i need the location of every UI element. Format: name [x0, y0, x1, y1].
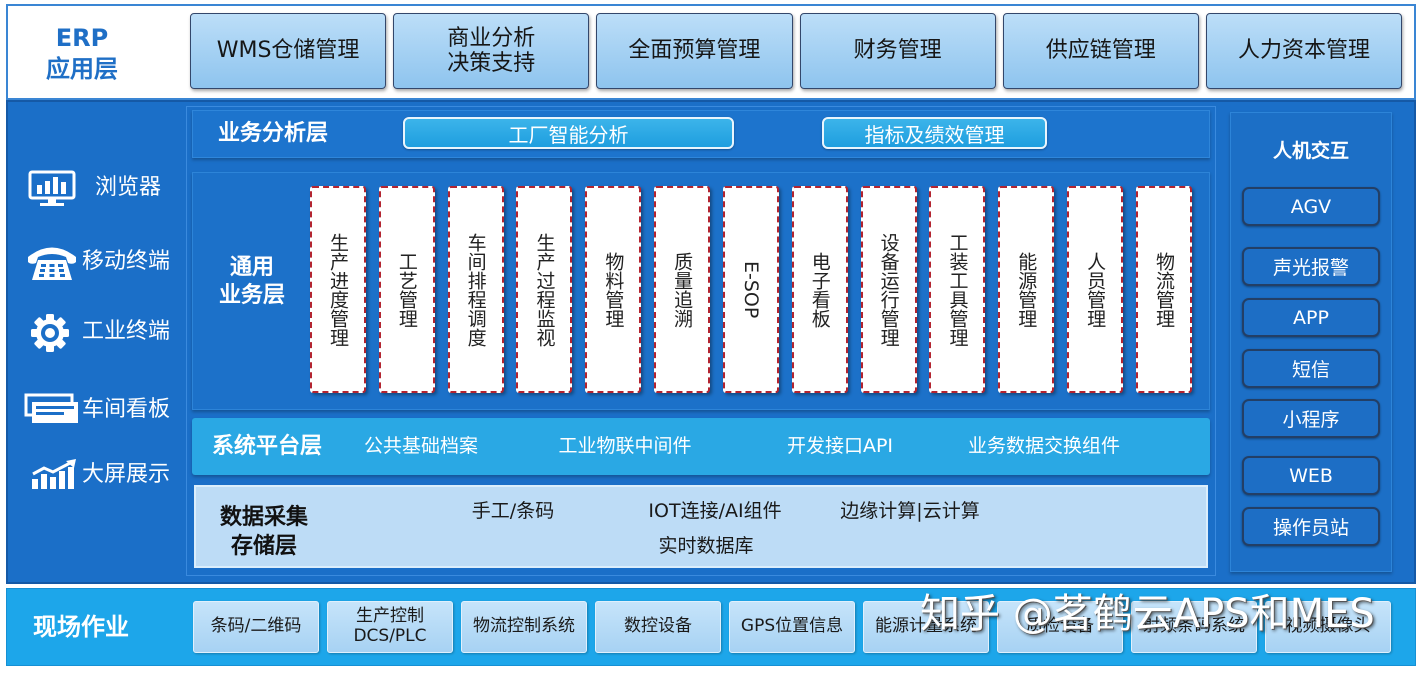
business-module-label: 人员管理 [1084, 251, 1107, 328]
business-module-card: 人员管理 [1067, 186, 1124, 393]
business-module-label: 物料管理 [602, 251, 625, 328]
field-device-list: 条码/二维码 生产控制 DCS/PLC 物流控制系统 数控设备 GPS位置信息 … [193, 601, 1391, 653]
human-machine-interaction-panel: 人机交互 AGV 声光报警 APP 短信 小程序 WEB 操作员站 [1230, 112, 1392, 572]
field-device-box: 射频条码系统 [1131, 601, 1257, 653]
business-module-label: 物流管理 [1152, 251, 1175, 328]
business-module-list: 生产进度管理 工艺管理 车间排程调度 生产过程监视 物料管理 质量追溯 E-SO… [310, 186, 1192, 393]
business-module-label: 质量追溯 [671, 251, 694, 328]
terminal-label: 大屏展示 [82, 462, 171, 487]
business-module-card: 生产进度管理 [310, 186, 366, 393]
business-module-label: 生产进度管理 [327, 232, 349, 347]
hmi-item: 操作员站 [1242, 507, 1380, 546]
field-device-box: 生产控制 DCS/PLC [327, 601, 453, 653]
data-layer-item: IOT连接/AI组件 [648, 500, 782, 522]
hmi-item: 声光报警 [1242, 247, 1380, 286]
platform-item: 开发接口API [786, 435, 894, 457]
business-analysis-layer: 业务分析层 工厂智能分析 指标及绩效管理 [192, 110, 1210, 158]
business-module-label: E-SOP [739, 260, 762, 319]
field-device-box: 条码/二维码 [193, 601, 319, 653]
platform-item: 公共基础档案 [363, 435, 479, 457]
hmi-item: 小程序 [1242, 399, 1380, 438]
erp-module-box: 商业分析 决策支持 [393, 13, 590, 89]
data-layer-item: 手工/条码 [471, 500, 555, 522]
field-layer-title: 现场作业 [33, 613, 129, 641]
business-module-card: E-SOP [722, 186, 779, 393]
mes-core-band: 浏览器 移动终端 [6, 100, 1416, 584]
business-module-label: 车间排程调度 [464, 232, 487, 347]
gear-icon [31, 314, 69, 352]
business-module-card: 质量追溯 [654, 186, 711, 393]
system-platform-layer: 系统平台层 公共基础档案 工业物联中间件 开发接口API 业务数据交换组件 [192, 418, 1210, 475]
hmi-title: 人机交互 [1272, 140, 1349, 162]
business-module-label: 设备运行管理 [877, 232, 900, 347]
analysis-item: 指标及绩效管理 [822, 117, 1047, 149]
hmi-item: AGV [1242, 187, 1380, 226]
data-layer-item: 实时数据库 [658, 535, 754, 557]
field-device-box: 质检设备 [997, 601, 1123, 653]
business-module-card: 生产过程监视 [516, 186, 573, 393]
business-module-card: 能源管理 [998, 186, 1055, 393]
platform-item: 业务数据交换组件 [967, 435, 1121, 457]
business-module-card: 电子看板 [791, 186, 848, 393]
business-module-card: 物流管理 [1135, 186, 1192, 393]
business-module-label: 能源管理 [1015, 251, 1038, 328]
hmi-item: APP [1242, 298, 1380, 337]
business-module-label: 工装工具管理 [946, 232, 969, 347]
telephone-icon [28, 247, 76, 280]
field-device-box: 能源计量系统 [863, 601, 989, 653]
terminal-label: 移动终端 [82, 249, 171, 274]
core-layers-frame [186, 106, 1216, 576]
business-module-card: 设备运行管理 [860, 186, 917, 393]
terminal-label: 工业终端 [82, 319, 171, 344]
general-business-layer: 通用 业务层 生产进度管理 工艺管理 车间排程调度 生产过程监视 物料管理 质量… [192, 172, 1210, 410]
erp-module-box: 人力资本管理 [1205, 13, 1403, 89]
erp-layer-title: ERP 应用层 [46, 24, 118, 83]
field-device-box: 物流控制系统 [461, 601, 587, 653]
data-layer-item: 边缘计算|云计算 [840, 500, 980, 522]
analysis-layer-title: 业务分析层 [218, 121, 329, 146]
field-device-box: 数控设备 [595, 601, 721, 653]
monitor-icon [28, 170, 76, 206]
business-module-card: 车间排程调度 [447, 186, 504, 393]
terminal-label: 车间看板 [82, 397, 171, 422]
erp-module-box: 全面预算管理 [596, 13, 793, 89]
erp-module-box: 供应链管理 [1002, 13, 1199, 89]
field-operations-layer: 现场作业 条码/二维码 生产控制 DCS/PLC 物流控制系统 数控设备 GPS… [6, 588, 1416, 666]
field-device-box: GPS位置信息 [729, 601, 855, 653]
business-module-card: 工装工具管理 [929, 186, 986, 393]
hmi-item: 短信 [1242, 349, 1380, 388]
erp-module-box: WMS仓储管理 [190, 13, 387, 89]
erp-module-box: 财务管理 [799, 13, 996, 89]
business-module-label: 生产过程监视 [533, 232, 556, 347]
business-module-card: 工艺管理 [378, 186, 435, 393]
business-module-label: 电子看板 [808, 251, 831, 328]
erp-application-layer: ERP 应用层 WMS仓储管理 商业分析 决策支持 全面预算管理 财务管理 供应… [6, 4, 1416, 100]
erp-module-list: WMS仓储管理 商业分析 决策支持 全面预算管理 财务管理 供应链管理 人力资本… [190, 13, 1403, 89]
terminal-label: 浏览器 [95, 175, 162, 200]
display-board-icon [24, 393, 78, 423]
platform-layer-title: 系统平台层 [212, 434, 323, 459]
business-layer-title: 通用 业务层 [218, 255, 285, 308]
business-module-card: 物料管理 [585, 186, 642, 393]
analysis-item: 工厂智能分析 [403, 117, 734, 149]
field-device-box: 视频摄像头 [1265, 601, 1391, 653]
data-layer-title: 数据采集 存储层 [219, 505, 308, 559]
platform-item: 工业物联中间件 [558, 435, 692, 457]
watermark: 知乎 @茗鹤云APS和MES [920, 591, 1375, 637]
data-collection-storage-layer: 数据采集 存储层 手工/条码 IOT连接/AI组件 边缘计算|云计算 实时数据库 [194, 485, 1208, 568]
business-module-label: 工艺管理 [395, 251, 418, 328]
bar-chart-icon [32, 459, 76, 489]
hmi-item: WEB [1242, 456, 1380, 495]
